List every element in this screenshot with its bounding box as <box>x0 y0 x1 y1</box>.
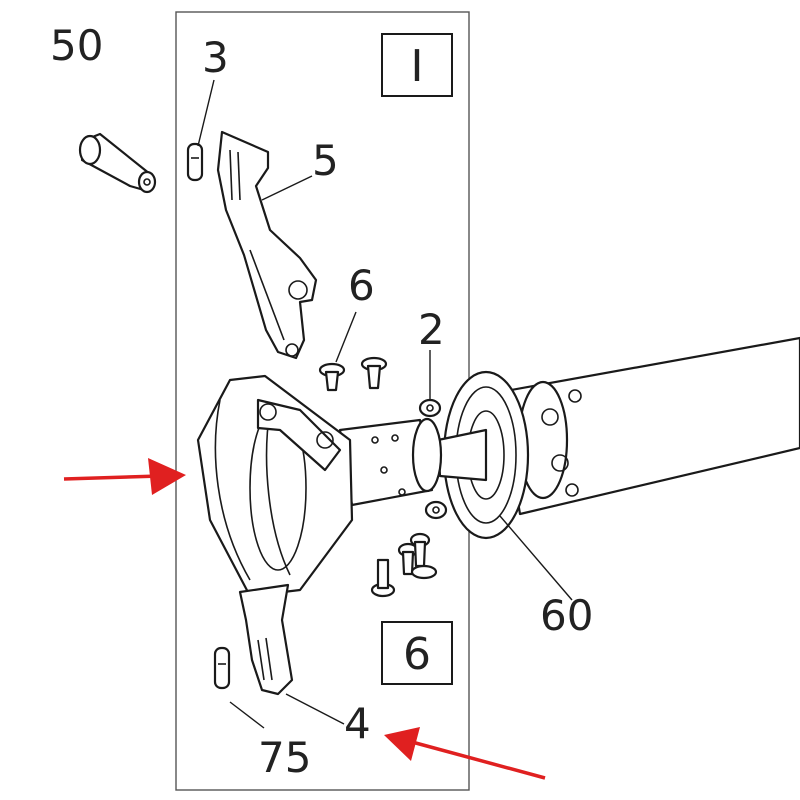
upper-lever-part <box>216 130 318 360</box>
box-label-bottom: 6 <box>381 621 453 685</box>
hub-part <box>338 417 443 507</box>
callout-6: 6 <box>348 261 375 310</box>
callout-2: 2 <box>418 305 445 354</box>
screw-part-6a <box>318 362 346 392</box>
leader-5 <box>261 175 313 201</box>
svg-text:6: 6 <box>403 629 431 680</box>
leader-60 <box>499 515 573 601</box>
svg-text:I: I <box>411 41 424 92</box>
callout-5: 5 <box>312 136 339 185</box>
callout-75: 75 <box>258 733 311 782</box>
leader-3 <box>197 79 215 147</box>
leader-75 <box>229 701 265 729</box>
pin-part <box>78 132 157 194</box>
cone-housing-part <box>196 374 354 598</box>
key-part-top <box>186 142 204 182</box>
hub-screw-top <box>418 398 442 418</box>
hub-screw-bottom <box>424 500 448 520</box>
leader-6 <box>335 311 357 363</box>
box-label-top: I <box>381 33 453 97</box>
lower-lever-part <box>238 583 294 696</box>
callout-60: 60 <box>540 591 593 640</box>
leader-4 <box>285 693 345 725</box>
screw-bottom-3 <box>409 532 438 580</box>
main-tube <box>498 336 800 516</box>
key-part-bottom <box>213 646 231 690</box>
callout-3: 3 <box>202 33 229 82</box>
callout-50: 50 <box>50 21 103 70</box>
screw-part-6b <box>360 356 388 390</box>
callout-4: 4 <box>344 699 371 748</box>
red-arrow-left <box>63 458 186 495</box>
screw-bottom-1 <box>370 558 396 598</box>
handwheel-part <box>436 370 530 540</box>
red-arrow-bottom <box>384 727 546 780</box>
